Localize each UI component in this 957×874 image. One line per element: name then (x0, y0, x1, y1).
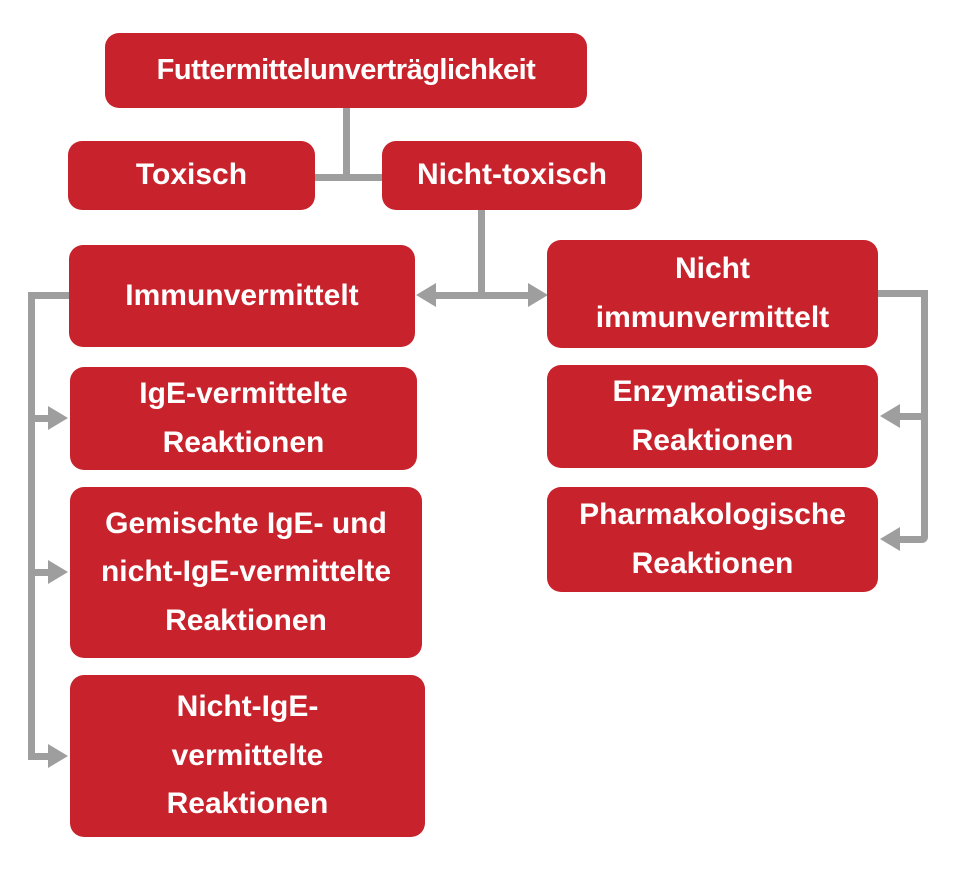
connector-branch-nicht-ige (28, 753, 52, 760)
arrowhead-ige-icon (48, 406, 68, 430)
connector-left-rail (28, 292, 35, 760)
arrowhead-enzym-icon (880, 404, 900, 428)
connector-double-arrow-shaft (434, 292, 530, 299)
connector-branch-pharma (900, 536, 921, 543)
node-enzymatische-reaktionen: Enzymatische Reaktionen (547, 365, 878, 468)
arrowhead-nicht-ige-icon (48, 744, 68, 768)
connector-left-rail-top (28, 292, 69, 299)
node-nicht-toxisch: Nicht-toxisch (382, 141, 642, 210)
connector-nichttoxisch-down (478, 210, 485, 299)
node-futtermittelunvertraeglichkeit: Futtermittelunverträglichkeit (105, 33, 587, 108)
connector-right-rail (921, 290, 928, 543)
connector-right-rail-top (878, 290, 928, 297)
connector-branch-ige (28, 415, 52, 422)
node-toxisch: Toxisch (68, 141, 315, 210)
node-gemischte-reaktionen: Gemischte IgE- und nicht-IgE-vermittelte… (70, 487, 422, 658)
arrowhead-pharma-icon (880, 527, 900, 551)
arrowhead-left-icon (416, 283, 436, 307)
connector-branch-enzym (900, 413, 921, 420)
node-immunvermittelt: Immunvermittelt (69, 245, 415, 347)
node-ige-vermittelte-reaktionen: IgE-vermittelte Reaktionen (70, 367, 417, 470)
connector-toxisch-nichttoxisch (315, 174, 382, 181)
node-pharmakologische-reaktionen: Pharmakologische Reaktionen (547, 487, 878, 592)
connector-root-to-row2 (343, 108, 350, 181)
arrowhead-right-icon (528, 283, 548, 307)
node-nicht-ige-vermittelte-reaktionen: Nicht-IgE- vermittelte Reaktionen (70, 675, 425, 837)
node-nicht-immunvermittelt: Nicht immunvermittelt (547, 240, 878, 348)
connector-branch-gemischt (28, 569, 52, 576)
arrowhead-gemischt-icon (48, 560, 68, 584)
